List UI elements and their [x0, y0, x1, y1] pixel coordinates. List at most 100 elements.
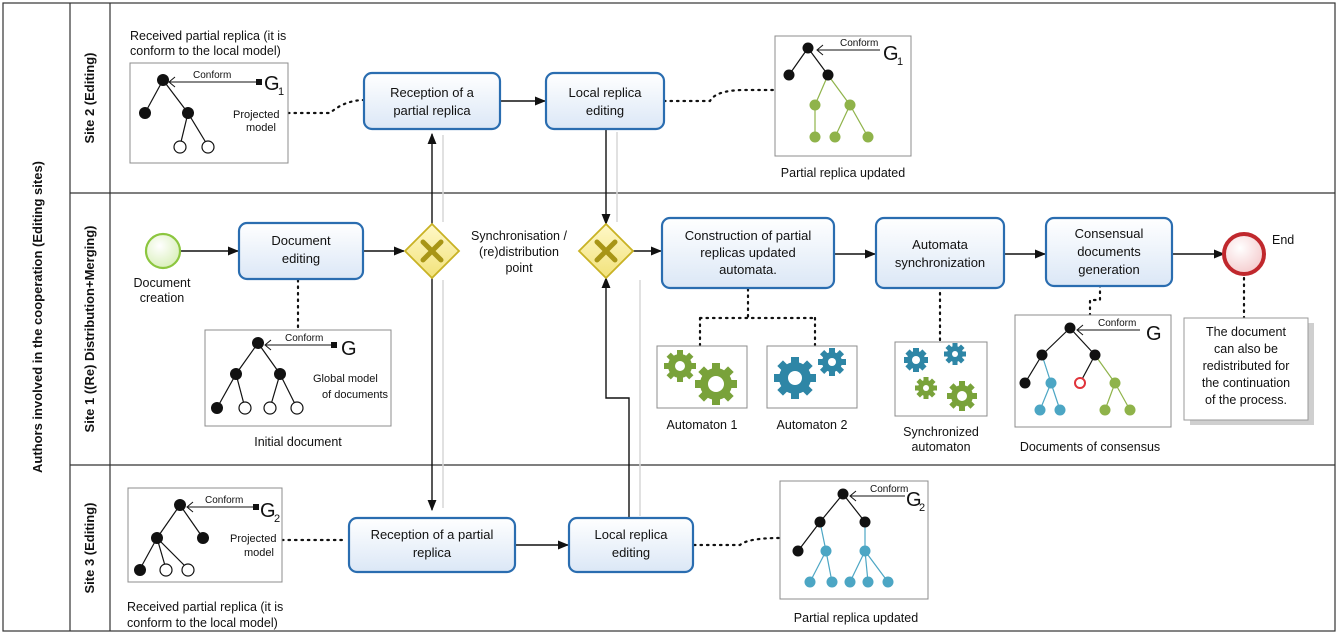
- task-label-1: Reception of a partial: [371, 527, 494, 542]
- site2-projected-model: Conform G 1 Projected model: [129, 62, 289, 164]
- annotation-line-1: The document: [1206, 325, 1286, 339]
- site2-received-caption-1: Received partial replica (it is: [130, 29, 286, 43]
- sequence-flows: [181, 96, 1226, 550]
- task-label-2: editing: [282, 251, 320, 266]
- task-reception-site2[interactable]: Reception of a partial replica: [362, 71, 502, 131]
- end-event[interactable]: [1222, 232, 1266, 276]
- conform-label: Conform: [193, 70, 231, 81]
- task-local-editing-site3[interactable]: Local replica editing: [567, 516, 695, 574]
- gear-icon: [774, 357, 816, 399]
- gear-icon: [915, 377, 937, 399]
- conform-label: Conform: [285, 333, 323, 344]
- conform-label: Conform: [205, 495, 243, 506]
- start-event-label-2: creation: [140, 291, 185, 305]
- model-g2-sub: 2: [919, 502, 925, 514]
- gear-icon: [818, 348, 846, 376]
- site3-received-caption-1: Received partial replica (it is: [127, 600, 283, 614]
- model-g1: G: [264, 73, 280, 95]
- gateway-label-1: Synchronisation /: [471, 229, 567, 243]
- ghost-connectors: [442, 132, 641, 516]
- task-label-3: automata.: [719, 262, 777, 277]
- projected-label-2: model: [246, 122, 276, 134]
- projected-label-2: model: [244, 547, 274, 559]
- gateway-distribution[interactable]: [403, 222, 461, 280]
- site3-received-caption-2: conform to the local model): [127, 616, 278, 630]
- site3-projected-model: Conform G 2 Projected model: [127, 487, 283, 583]
- gear-icon: [904, 348, 928, 372]
- annotation-line-3: redistributed for: [1203, 359, 1290, 373]
- synchronized-caption-2: automaton: [911, 440, 970, 454]
- task-consensual-generation[interactable]: Consensual documents generation: [1044, 216, 1174, 288]
- annotation-line-5: of the process.: [1205, 393, 1287, 407]
- gear-icon: [947, 381, 977, 411]
- task-label-2: editing: [612, 545, 650, 560]
- initial-document-caption: Initial document: [254, 435, 342, 449]
- task-label-1: Document: [271, 233, 331, 248]
- annotation-line-4: the continuation: [1202, 376, 1290, 390]
- task-label-1: Consensual: [1075, 226, 1144, 241]
- task-local-editing-site2[interactable]: Local replica editing: [544, 71, 666, 131]
- task-document-editing[interactable]: Document editing: [237, 221, 365, 281]
- task-label-3: generation: [1078, 262, 1139, 277]
- annotation-line-2: can also be: [1214, 342, 1278, 356]
- conform-label: Conform: [870, 484, 908, 495]
- task-label-1: Local replica: [595, 527, 669, 542]
- gateway-label-3: point: [505, 261, 533, 275]
- synchronized-automaton-image: [894, 341, 988, 417]
- lane-label-site3: Site 3 (Editing): [82, 503, 97, 594]
- site2-updated-replica: Conform G 1: [774, 35, 912, 157]
- task-label-2: replica: [413, 545, 452, 560]
- model-g2: G: [906, 489, 922, 511]
- global-label-2: of documents: [322, 389, 389, 401]
- model-g1-sub: 1: [278, 86, 284, 98]
- projected-label-1: Projected: [233, 109, 279, 121]
- task-label-2: editing: [586, 103, 624, 118]
- gateway-synchronisation[interactable]: [577, 222, 635, 280]
- gear-icon: [695, 363, 737, 405]
- task-automata-synchronization[interactable]: Automata synchronization: [874, 216, 1006, 290]
- synchronized-caption-1: Synchronized: [903, 425, 979, 439]
- model-g2: G: [260, 500, 276, 522]
- model-g1: G: [883, 43, 899, 65]
- global-label-1: Global model: [313, 373, 378, 385]
- task-label-2: synchronization: [895, 255, 985, 270]
- consensus-caption: Documents of consensus: [1020, 440, 1160, 454]
- automaton-2-image: [766, 345, 858, 409]
- consensus-documents-image: Conform G: [1014, 314, 1172, 428]
- task-construction[interactable]: Construction of partial replicas updated…: [660, 216, 836, 290]
- task-label-2: replicas updated: [700, 245, 795, 260]
- model-g2-sub: 2: [274, 513, 280, 525]
- automaton-2-caption: Automaton 2: [777, 418, 848, 432]
- site2-received-caption-2: conform to the local model): [130, 44, 281, 58]
- automaton-1-caption: Automaton 1: [667, 418, 738, 432]
- task-label-1: Automata: [912, 237, 968, 252]
- start-event-label-1: Document: [134, 276, 191, 290]
- text-annotation: The document can also be redistributed f…: [1183, 317, 1314, 425]
- gear-icon: [664, 350, 696, 382]
- site3-updated-replica: Conform G 2: [779, 480, 929, 600]
- associations: [280, 88, 1246, 547]
- site2-updated-caption: Partial replica updated: [781, 166, 905, 180]
- task-label-1: Local replica: [569, 85, 643, 100]
- lane-label-site1: Site 1 ((Re) Distribution+Merging): [82, 226, 97, 433]
- start-event[interactable]: [144, 232, 182, 270]
- model-g: G: [1146, 323, 1162, 345]
- end-event-label: End: [1272, 233, 1294, 247]
- automaton-1-image: [656, 345, 748, 409]
- site3-updated-caption: Partial replica updated: [794, 611, 918, 625]
- lane-label-site2: Site 2 (Editing): [82, 53, 97, 144]
- global-model: Conform G Global model of documents: [204, 329, 392, 427]
- task-reception-site3[interactable]: Reception of a partial replica: [347, 516, 517, 574]
- model-g: G: [341, 338, 357, 360]
- projected-label-1: Projected: [230, 533, 276, 545]
- model-g1-sub: 1: [897, 56, 903, 68]
- task-label-2: partial replica: [393, 103, 471, 118]
- task-label-2: documents: [1077, 244, 1141, 259]
- task-label-1: Reception of a: [390, 85, 475, 100]
- conform-label: Conform: [840, 38, 878, 49]
- gear-icon: [944, 343, 966, 365]
- task-label-1: Construction of partial: [685, 228, 812, 243]
- gateway-label-2: (re)distribution: [479, 245, 559, 259]
